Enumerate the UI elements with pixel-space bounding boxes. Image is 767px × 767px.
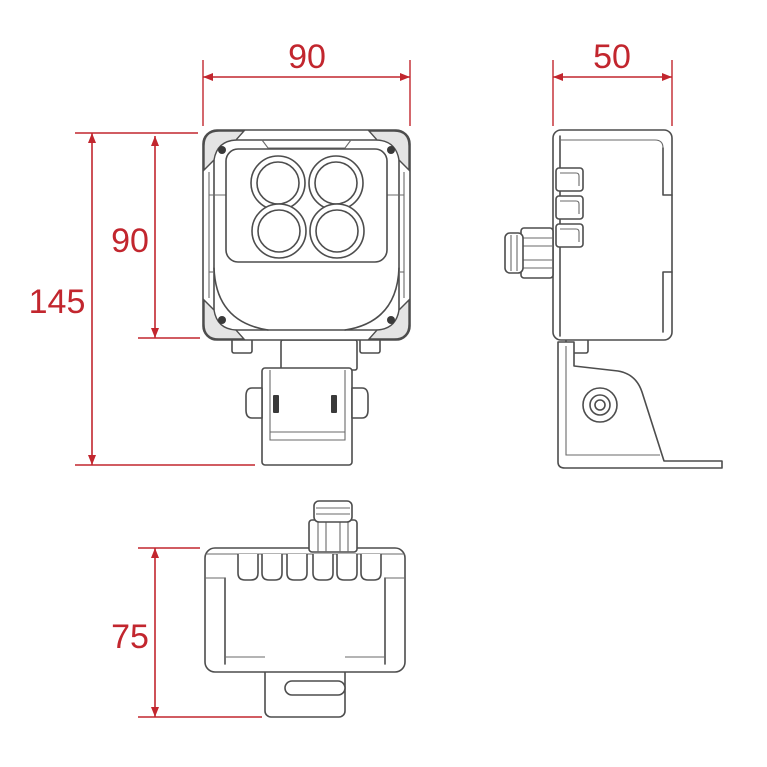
dimension-total-height: 145 xyxy=(29,132,255,466)
side-bracket-plate xyxy=(557,341,723,469)
bracket-knob-ring xyxy=(589,394,611,416)
corner-cap-top-left xyxy=(203,130,246,172)
fin-inner xyxy=(560,200,580,214)
front-height-label: 90 xyxy=(111,222,149,260)
front-mount-bracket xyxy=(245,339,369,466)
bracket-knob-left xyxy=(245,387,263,419)
dimension-bottom-depth: 75 xyxy=(111,547,262,718)
fin xyxy=(555,195,584,220)
total-height-label: 145 xyxy=(29,283,86,321)
dimension-front-height: 90 xyxy=(111,136,200,339)
fin-inner xyxy=(560,172,580,186)
lens-inner xyxy=(257,209,301,253)
fin xyxy=(237,554,259,581)
side-depth-label: 50 xyxy=(593,38,631,76)
lens-group xyxy=(250,155,365,259)
bottom-fins xyxy=(237,554,382,581)
screw-icon xyxy=(387,146,395,154)
gland-body xyxy=(308,519,358,553)
side-notch-bottom xyxy=(662,271,673,333)
bracket-inner-outline xyxy=(269,370,346,441)
corner-cap-bottom-left xyxy=(203,298,246,340)
bracket-neck xyxy=(280,339,358,371)
corner-cap-top-right xyxy=(367,130,410,172)
bottom-depth-label: 75 xyxy=(111,618,149,656)
side-fins xyxy=(555,167,584,248)
mount-slot xyxy=(284,680,346,696)
lens-outer xyxy=(250,155,306,211)
lens-outer xyxy=(251,203,307,259)
side-housing-line xyxy=(560,139,664,149)
screw-icon xyxy=(387,316,395,324)
fin xyxy=(312,554,334,581)
fin xyxy=(555,167,584,192)
dimension-front-width: 90 xyxy=(202,38,411,126)
fin xyxy=(261,554,283,581)
front-inner-frame xyxy=(208,139,405,331)
frame-arc-left xyxy=(213,267,269,331)
bracket-mark-left xyxy=(273,395,279,413)
front-view xyxy=(202,129,411,466)
side-view xyxy=(504,129,723,469)
lens-outer xyxy=(308,155,364,211)
side-cable-gland xyxy=(504,227,554,279)
frame-top-tab xyxy=(261,139,352,149)
gland-nut xyxy=(313,500,353,523)
front-width-label: 90 xyxy=(288,38,326,76)
bracket-mark-right xyxy=(331,395,337,413)
bracket-knob xyxy=(582,387,618,423)
side-bracket-inner xyxy=(565,346,660,456)
gland-nut xyxy=(504,232,524,274)
fin xyxy=(555,223,584,248)
corner-cap-bottom-right xyxy=(367,298,410,340)
fin xyxy=(336,554,358,581)
bracket-body xyxy=(261,367,353,466)
fin xyxy=(360,554,382,581)
corner-caps xyxy=(203,130,410,340)
lens-inner xyxy=(315,209,359,253)
bottom-view xyxy=(204,500,406,718)
bracket-knob-right xyxy=(351,387,369,419)
gland-body xyxy=(520,227,554,279)
side-notch-top xyxy=(662,147,673,196)
dimension-side-depth: 50 xyxy=(552,38,673,126)
frame-arc-right xyxy=(344,267,400,331)
fin xyxy=(286,554,308,581)
fin-inner xyxy=(560,228,580,242)
bracket-knob-center xyxy=(594,399,606,411)
lens-plate xyxy=(225,148,388,263)
lens-outer xyxy=(309,203,365,259)
screw-icon xyxy=(218,146,226,154)
side-mount-bracket xyxy=(557,335,723,469)
screw-icon xyxy=(218,316,226,324)
bottom-cable-gland xyxy=(308,500,358,553)
